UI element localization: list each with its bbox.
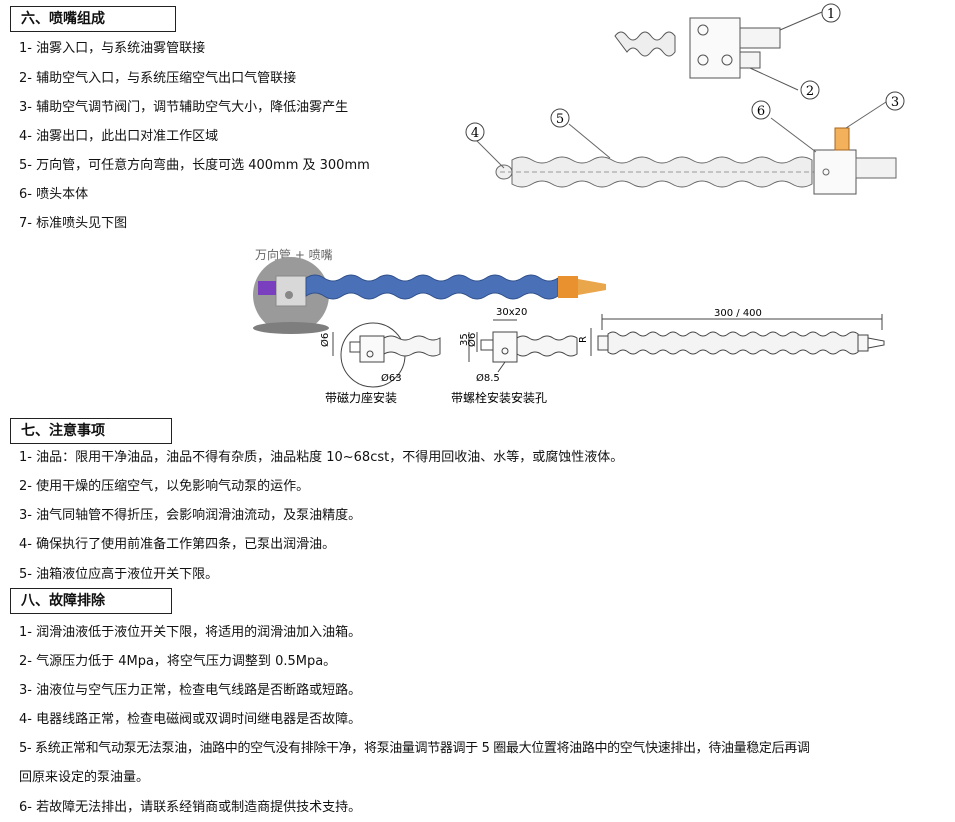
section6-item: 2- 辅助空气入口，与系统压缩空气出口气管联接: [19, 71, 297, 86]
section7-title: 七、注意事项: [10, 418, 172, 444]
section8-title: 八、故障排除: [10, 588, 172, 614]
section8-item: 2- 气源压力低于 4Mpa，将空气压力调整到 0.5Mpa。: [19, 654, 337, 669]
svg-text:3: 3: [891, 95, 899, 110]
blue-hose-photo: [305, 274, 606, 300]
bolt-dim-top: 30x20: [496, 307, 527, 318]
magnet-dim-width: Ø6: [319, 333, 331, 347]
section8-item: 3- 油液位与空气压力正常，检查电气线路是否断路或短路。: [19, 683, 362, 698]
hose-dim-r: R: [578, 336, 589, 343]
section6-item: 6- 喷头本体: [19, 187, 89, 202]
section6-item: 5- 万向管，可任意方向弯曲，长度可选 400mm 及 300mm: [19, 158, 370, 173]
callout-4: 4: [465, 122, 485, 142]
section7-item: 2- 使用干燥的压缩空气，以免影响气动泵的运作。: [19, 479, 310, 494]
standard-nozzle-figure: 万向管 + 喷嘴 Ø6 Ø63 带磁力座安装 30x20 35 Ø6 Ø8.5: [253, 247, 885, 405]
section8-item: 5- 系统正常和气动泵无法泵油，油路中的空气没有排除干净，将泵油量调节器调于 5…: [19, 741, 810, 756]
callout-5: 5: [550, 108, 570, 128]
section8-item: 4- 电器线路正常，检查电磁阀或双调时间继电器是否故障。: [19, 712, 362, 727]
bolt-dim-width: Ø6: [466, 333, 478, 347]
section7-item: 5- 油箱液位应高于液位开关下限。: [19, 567, 219, 582]
hose-dim-length: 300 / 400: [714, 308, 762, 319]
bolt-caption: 带螺栓安装安装孔: [451, 390, 547, 405]
bolt-dim-hole: Ø8.5: [476, 372, 500, 384]
section7-item: 4- 确保执行了使用前准备工作第四条，已泵出润滑油。: [19, 537, 336, 552]
svg-text:5: 5: [556, 112, 564, 127]
svg-text:6: 6: [757, 104, 765, 119]
magnet-caption: 带磁力座安装: [325, 390, 397, 405]
section8-item: 回原来设定的泵油量。: [19, 770, 150, 785]
section8-item: 6- 若故障无法排出，请联系经销商或制造商提供技术支持。: [19, 800, 362, 815]
bottom-nozzle-view: [475, 101, 897, 195]
section7-item: 1- 油品：限用干净油品，油品不得有杂质，油品粘度 10~68cst，不得用回收…: [19, 450, 624, 465]
section6-item: 4- 油雾出口，此出口对准工作区域: [19, 129, 219, 144]
top-nozzle-view: [614, 11, 823, 91]
section7-item: 3- 油气同轴管不得折压，会影响润滑油流动，及泵油精度。: [19, 508, 362, 523]
callout-2: 2: [800, 80, 820, 100]
photo-label: 万向管 + 喷嘴: [255, 247, 333, 262]
callout-6: 6: [751, 100, 771, 120]
bolt-dim-height: 35: [459, 333, 470, 346]
nozzle-assembly-drawing: 1 2 3 4 5 6: [465, 3, 905, 195]
svg-text:1: 1: [827, 7, 835, 22]
svg-text:4: 4: [471, 126, 479, 141]
section6-item: 3- 辅助空气调节阀门，调节辅助空气大小，降低油雾产生: [19, 100, 349, 115]
hose-length-drawing: [590, 314, 885, 356]
section6-item: 1- 油雾入口，与系统油雾管联接: [19, 41, 206, 56]
magnet-dim-base: Ø63: [381, 372, 402, 384]
section6-item: 7- 标准喷头见下图: [19, 216, 128, 231]
section6-title: 六、喷嘴组成: [10, 6, 176, 32]
svg-text:2: 2: [806, 84, 814, 99]
callout-1: 1: [821, 3, 841, 23]
magnet-mount-drawing: [332, 322, 441, 388]
callout-3: 3: [885, 91, 905, 111]
magnetic-base-photo: [253, 257, 329, 334]
section8-item: 1- 润滑油液低于液位开关下限，将适用的润滑油加入油箱。: [19, 625, 362, 640]
bolt-mount-drawing: [468, 319, 578, 373]
